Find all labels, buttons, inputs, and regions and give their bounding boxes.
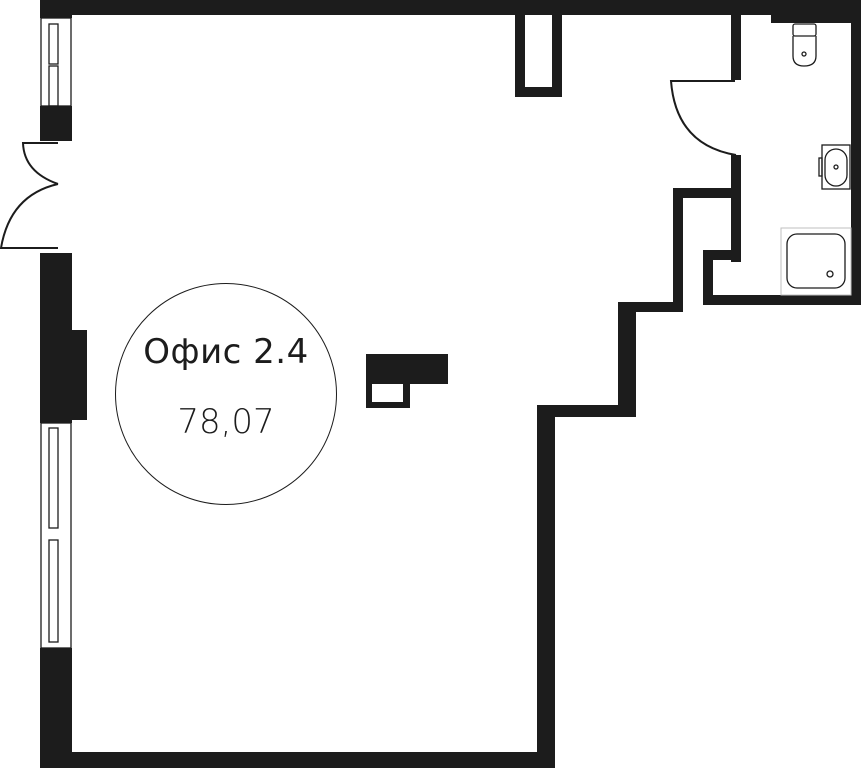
window-top xyxy=(40,17,72,107)
walls xyxy=(40,0,861,768)
sink-icon xyxy=(818,144,851,190)
window-bottom xyxy=(40,422,72,649)
shower-icon xyxy=(780,227,852,296)
room-label: Офис 2.4 78,07 xyxy=(115,283,337,505)
room-name: Офис 2.4 xyxy=(143,332,309,372)
column-icon xyxy=(366,354,448,408)
room-area: 78,07 xyxy=(177,402,275,442)
entry-door xyxy=(0,142,59,249)
bathroom-door xyxy=(669,80,737,156)
toilet-icon xyxy=(792,23,817,67)
